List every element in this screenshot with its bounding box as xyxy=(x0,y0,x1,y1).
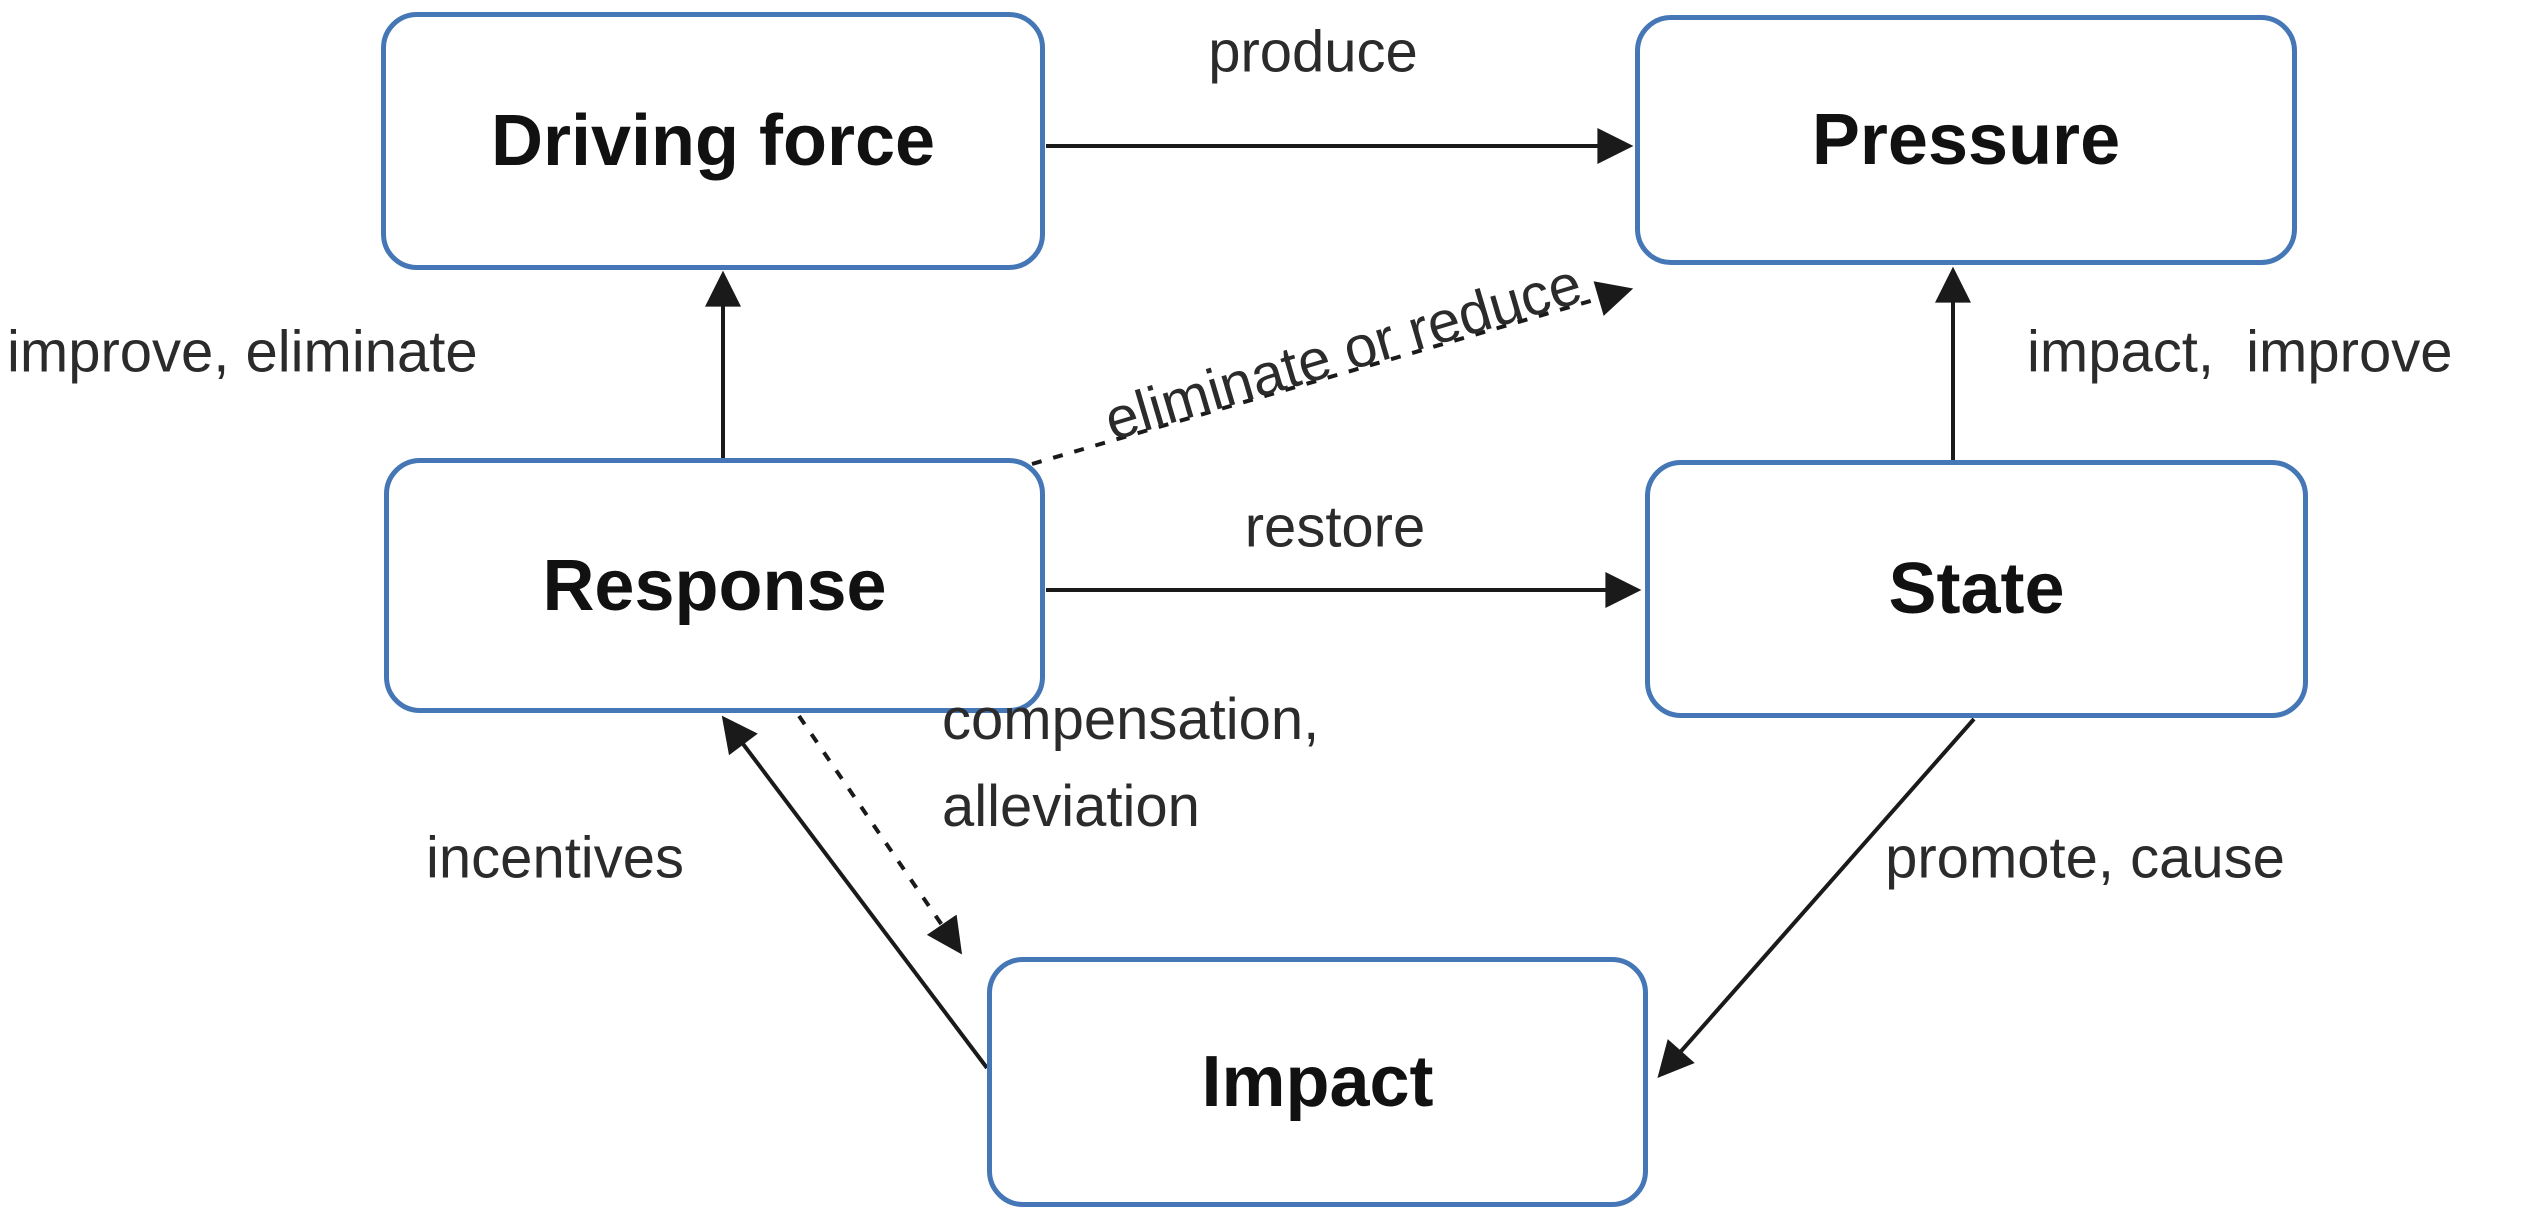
node-response-label: Response xyxy=(542,545,887,626)
arrow-compensation-alleviation xyxy=(797,714,963,955)
arrow-promote-cause xyxy=(1657,717,1976,1079)
edge-label-produce: produce xyxy=(1208,19,1418,85)
arrow-incentives xyxy=(721,715,989,1070)
edge-label-restore: restore xyxy=(1244,494,1426,560)
node-driving-force: Driving force xyxy=(381,12,1045,270)
node-state: State xyxy=(1645,460,2308,718)
node-driving-force-label: Driving force xyxy=(490,101,936,181)
node-impact-label: Impact xyxy=(1201,1042,1434,1122)
arrow-eliminate-or-reduce xyxy=(1031,281,1634,466)
node-impact: Impact xyxy=(987,957,1648,1207)
node-pressure: Pressure xyxy=(1635,15,2297,265)
edge-label-impact-improve: impact, improve xyxy=(2027,319,2453,385)
edge-label-incentives: incentives xyxy=(426,825,684,891)
edge-label-promote-cause: promote, cause xyxy=(1885,825,2285,891)
node-state-label: State xyxy=(1888,549,2065,629)
edge-label-improve-eliminate: improve, eliminate xyxy=(7,319,478,385)
edge-label-compensation-alleviation: compensation, alleviation xyxy=(942,687,1320,839)
node-response: Response xyxy=(384,458,1045,713)
node-pressure-label: Pressure xyxy=(1811,100,2121,180)
